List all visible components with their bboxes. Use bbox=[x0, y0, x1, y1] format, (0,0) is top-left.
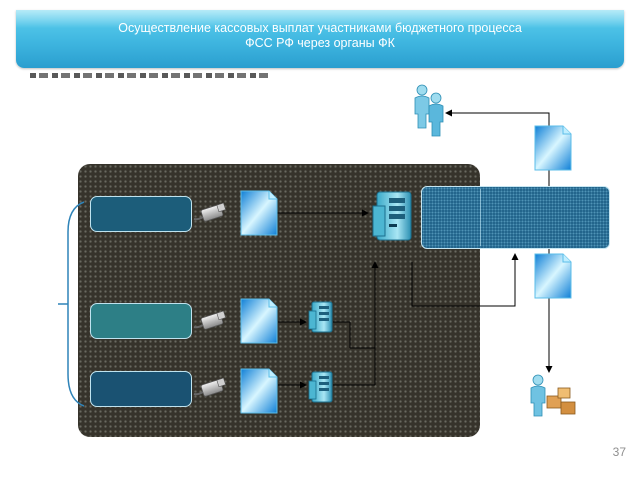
person-with-boxes-icon bbox=[530, 374, 576, 417]
slide-title-line-1: Осуществление кассовых выплат участникам… bbox=[118, 21, 522, 35]
arrow-treasury-to-people bbox=[445, 109, 550, 186]
title-banner bbox=[16, 10, 624, 68]
slide-title-line-2: ФСС РФ через органы ФК bbox=[245, 36, 395, 50]
participant-system-box-1 bbox=[90, 196, 192, 232]
document-icon bbox=[534, 253, 572, 299]
participant-system-box-3 bbox=[90, 371, 192, 407]
document-icon bbox=[534, 125, 572, 171]
server-icon bbox=[308, 301, 333, 333]
document-icon bbox=[240, 368, 278, 414]
slide-title: Осуществление кассовых выплат участникам… bbox=[16, 21, 624, 51]
arrow-server-to-treasury bbox=[411, 253, 519, 307]
participant-system-box-2 bbox=[90, 303, 192, 339]
people-icon bbox=[414, 84, 444, 137]
document-icon bbox=[240, 190, 278, 236]
garbled-subtitle-line bbox=[30, 73, 270, 78]
server-icon bbox=[372, 191, 412, 241]
treasury-system-box bbox=[421, 186, 610, 249]
usb-cable-icon bbox=[193, 202, 227, 222]
usb-cable-icon bbox=[193, 377, 227, 397]
server-icon bbox=[308, 371, 333, 403]
left-bracket bbox=[67, 201, 85, 407]
usb-cable-icon bbox=[193, 310, 227, 330]
document-icon bbox=[240, 298, 278, 344]
page-number: 37 bbox=[612, 445, 626, 459]
